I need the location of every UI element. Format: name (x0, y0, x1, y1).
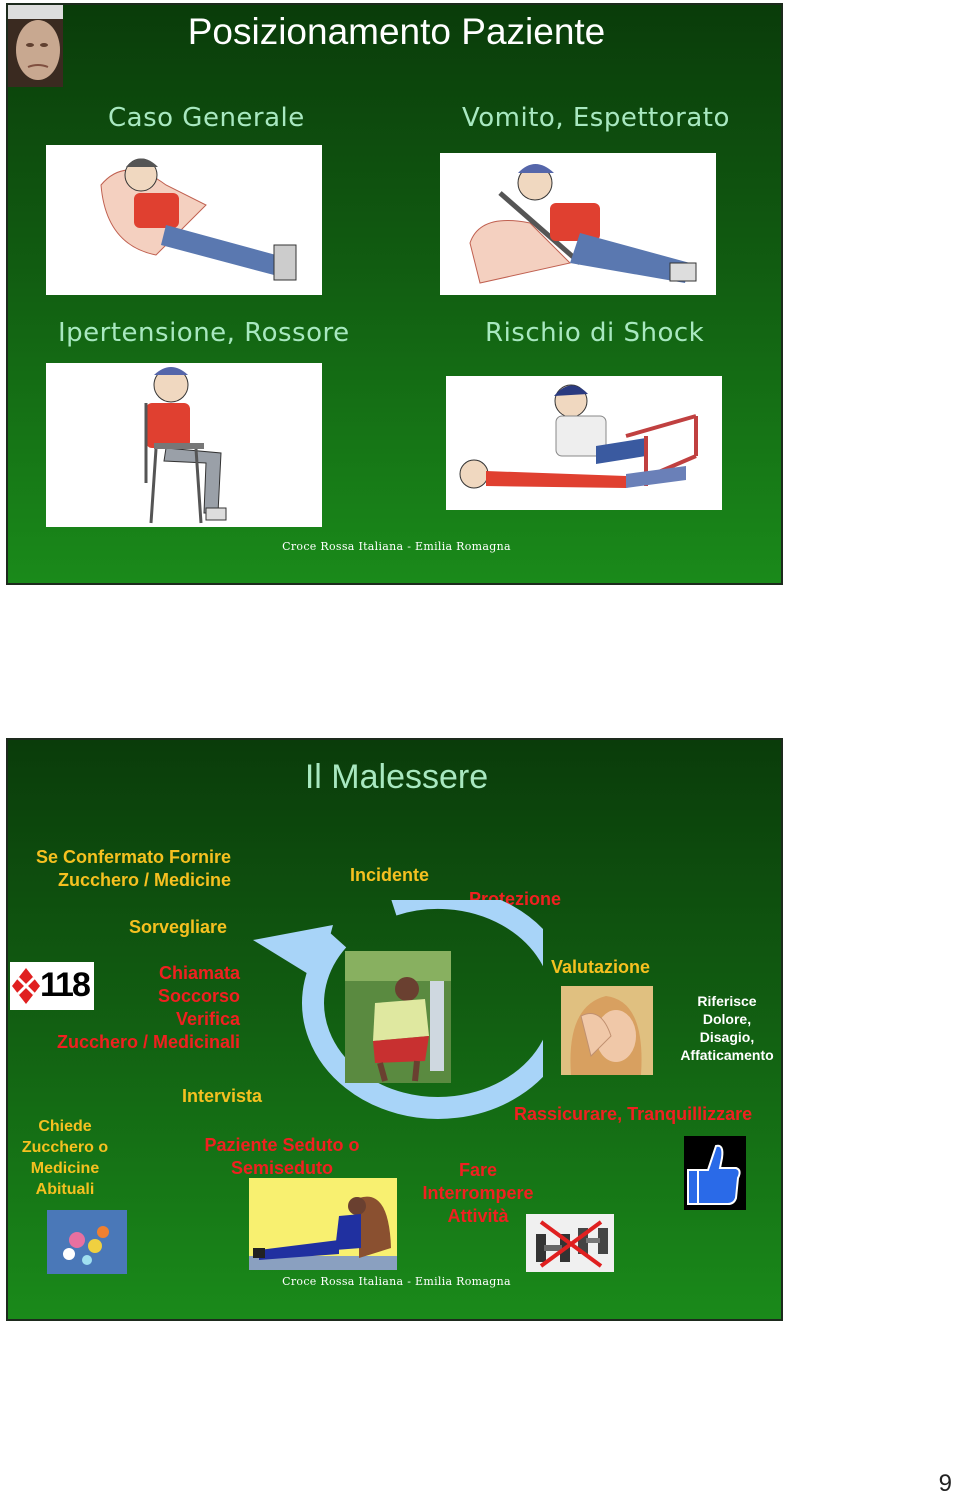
illustration-lateral-position (440, 153, 716, 295)
caption-ipertensione: Ipertensione, Rossore (58, 318, 350, 348)
text-line: Chiamata (158, 963, 240, 983)
text-line: Interrompere (422, 1183, 534, 1203)
text-line: Abituali (35, 1181, 95, 1198)
text-paziente-seduto: Paziente Seduto o Semiseduto (192, 1134, 372, 1180)
text-chiamata: Chiamata Soccorso Verifica Zucchero / Me… (57, 962, 240, 1054)
text-line: Medicine (30, 1160, 100, 1177)
text-line: Riferisce (697, 993, 757, 1009)
text-line: Semiseduto (230, 1158, 334, 1178)
text-line: Se Confermato Fornire (35, 847, 231, 867)
text-rassicurare: Rassicurare, Tranquillizzare (514, 1104, 753, 1124)
face-photo-icon (8, 5, 63, 87)
text-line: Soccorso (157, 986, 240, 1006)
slide-title: Posizionamento Paziente (187, 11, 606, 52)
photo-woman-headache (561, 986, 653, 1075)
text-line: Affaticamento (680, 1047, 774, 1063)
logo-118-icon: 118 (10, 962, 94, 1010)
caption-vomito: Vomito, Espettorato (462, 103, 730, 133)
text-intervista: Intervista (182, 1086, 263, 1106)
text-incidente: Incidente (350, 865, 430, 885)
dumbbells-crossed-icon (526, 1214, 614, 1272)
text-line: Zucchero o (21, 1139, 109, 1156)
text-fare-interrompere: Fare Interrompere Attività (416, 1159, 540, 1228)
text-line: Dolore, (702, 1011, 752, 1027)
caption-caso-generale: Caso Generale (108, 103, 305, 133)
text-line: Zucchero / Medicine (57, 870, 231, 890)
cycle-arrow-icon (253, 900, 543, 1119)
illustration-semi-seated-patient (249, 1178, 397, 1270)
page-number: 9 (938, 1470, 952, 1497)
text-line: Paziente Seduto o (204, 1135, 360, 1155)
slide-positioning: Posizionamento Paziente Caso Generale Vo… (6, 3, 783, 585)
text-se-confermato: Se Confermato Fornire Zucchero / Medicin… (36, 846, 231, 892)
text-line: Disagio, (699, 1029, 755, 1045)
text-line: Attività (447, 1206, 509, 1226)
text-riferisce: Riferisce Dolore, Disagio, Affaticamento (668, 992, 781, 1064)
text-line: Zucchero / Medicinali (56, 1032, 240, 1052)
illustration-seated-chair (46, 363, 322, 527)
slide-malessere: Il Malessere Se Confermato Fornire Zucch… (6, 738, 783, 1321)
caption-rischio-shock: Rischio di Shock (485, 318, 705, 348)
illustration-shock-position (446, 376, 722, 510)
thumbs-up-icon (684, 1136, 746, 1210)
pills-photo-icon (47, 1210, 127, 1274)
text-sorvegliare: Sorvegliare (129, 917, 228, 937)
footer: Croce Rossa Italiana - Emilia Romagna (282, 540, 511, 553)
text-line: Chiede (38, 1118, 92, 1135)
photo-man-bending (345, 951, 451, 1083)
slide-title: Il Malessere (304, 758, 489, 796)
text-chiede: Chiede Zucchero o Medicine Abituali (14, 1116, 116, 1200)
logo-118-text: 118 (40, 966, 91, 1004)
text-line: Verifica (175, 1009, 240, 1029)
text-valutazione: Valutazione (551, 957, 651, 977)
footer: Croce Rossa Italiana - Emilia Romagna (282, 1275, 511, 1288)
illustration-semi-seated (46, 145, 322, 295)
text-line: Fare (458, 1160, 498, 1180)
